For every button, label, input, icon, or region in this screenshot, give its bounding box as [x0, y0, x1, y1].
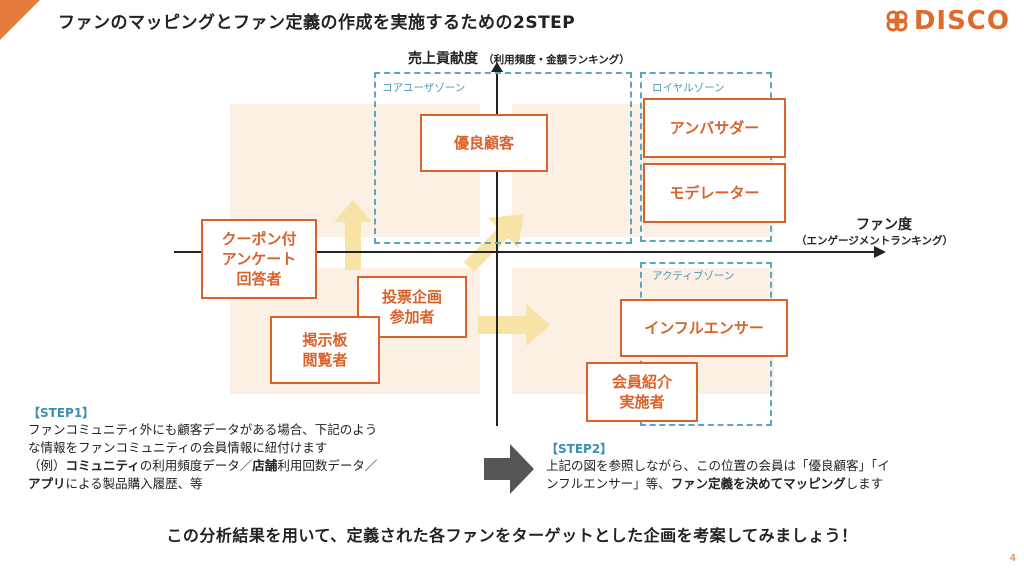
box-vote-line2: 参加者 — [389, 308, 435, 326]
arrow-right-icon — [478, 304, 550, 346]
box-referral: 会員紹介 実施者 — [586, 362, 698, 422]
y-axis-subtitle: （利用頻度・金額ランキング） — [483, 54, 630, 66]
bottom-message: この分析結果を用いて、定義された各ファンをターゲットとした企画を考案してみましょ… — [166, 526, 858, 545]
box-ambassador: アンバサダー — [643, 98, 786, 158]
x-axis — [174, 251, 880, 253]
box-yuryo-label: 優良顧客 — [453, 133, 514, 152]
box-vote-line1: 投票企画 — [381, 287, 442, 306]
box-coupon-survey: クーポン付 アンケート 回答者 — [201, 219, 317, 299]
step2-title: 【STEP2】 — [546, 442, 613, 456]
y-axis-arrowhead-icon — [491, 62, 503, 72]
y-axis-label: 売上貢献度 （利用頻度・金額ランキング） — [408, 48, 630, 68]
box-ambassador-label: アンバサダー — [669, 118, 760, 137]
active-zone-label: アクティブゾーン — [652, 270, 735, 282]
x-axis-title: ファン度 — [856, 217, 912, 233]
step1-line3d: 店舗 — [252, 458, 278, 474]
step2-line2a: ンフルエンサー」等、 — [546, 476, 671, 492]
arrow-up-icon — [334, 200, 372, 270]
core-zone — [374, 72, 632, 244]
core-zone-label: コアユーザゾーン — [382, 82, 466, 94]
step2-line2b: ファン定義を決めてマッピング — [670, 476, 846, 492]
page-title: ファンのマッピングとファン定義の作成を実施するための2STEP — [58, 13, 576, 33]
box-moderator: モデレーター — [643, 163, 786, 223]
disco-logo-icon — [886, 10, 908, 32]
x-axis-subtitle: （エンゲージメントランキング） — [796, 235, 953, 247]
step1-line2: な情報をファンコミュニティの会員情報に紐付けます — [28, 440, 328, 456]
box-referral-line1: 会員紹介 — [611, 372, 672, 391]
page-number: 4 — [1009, 553, 1016, 564]
loyal-zone-label: ロイヤルゾーン — [652, 82, 725, 94]
step1-line4a: アプリ — [28, 476, 66, 492]
corner-decoration — [0, 0, 40, 40]
step1-line3: （例）コミュニティの利用頻度データ／店舗利用回数データ／ — [28, 457, 478, 475]
step1-title: 【STEP1】 — [28, 406, 95, 420]
step2-line1: 上記の図を参照しながら、この位置の会員は「優良顧客」「イ — [546, 458, 890, 473]
box-influencer-label: インフルエンサー — [644, 318, 764, 337]
step2-block: 【STEP2】 上記の図を参照しながら、この位置の会員は「優良顧客」「イ ンフル… — [546, 440, 996, 493]
step1-line3c: の利用頻度データ／ — [139, 458, 253, 474]
step1-line1: ファンコミュニティ外にも顧客データがある場合、下記のよう — [28, 422, 378, 437]
box-board-viewer: 掲示板 閲覧者 — [270, 316, 380, 384]
x-axis-arrowhead-icon — [874, 246, 886, 258]
step1-line3e: 利用回数データ／ — [277, 458, 378, 474]
y-axis-title: 売上貢献度 — [408, 51, 478, 67]
disco-logo: DISCO — [884, 6, 1010, 36]
step-arrow-icon — [484, 444, 534, 494]
step1-block: 【STEP1】 ファンコミュニティ外にも顧客データがある場合、下記のよう な情報… — [28, 404, 478, 494]
step1-line4b: による製品購入履歴、等 — [65, 476, 203, 492]
step2-text: 上記の図を参照しながら、この位置の会員は「優良顧客」「イ ンフルエンサー」等、フ… — [546, 457, 996, 493]
box-yuryo-kokyaku: 優良顧客 — [420, 114, 548, 172]
step1-text: ファンコミュニティ外にも顧客データがある場合、下記のよう な情報をファンコミュニ… — [28, 421, 478, 494]
step2-line2c: します — [845, 476, 884, 492]
box-referral-line2: 実施者 — [619, 393, 665, 411]
box-coupon-line3: 回答者 — [236, 270, 282, 289]
logo-text: DISCO — [913, 6, 1010, 36]
step1-line3a: （例） — [28, 458, 66, 474]
box-board-line2: 閲覧者 — [302, 351, 348, 369]
box-moderator-label: モデレーター — [669, 183, 760, 202]
box-coupon-line2: アンケート — [221, 249, 297, 268]
box-board-line1: 掲示板 — [302, 330, 348, 349]
step1-line3b: コミュニティ — [65, 458, 140, 474]
y-axis — [496, 68, 498, 426]
step1-line4: アプリによる製品購入履歴、等 — [28, 475, 478, 493]
box-influencer: インフルエンサー — [620, 299, 788, 357]
step2-line2: ンフルエンサー」等、ファン定義を決めてマッピングします — [546, 475, 996, 493]
box-coupon-line1: クーポン付 — [221, 229, 297, 248]
